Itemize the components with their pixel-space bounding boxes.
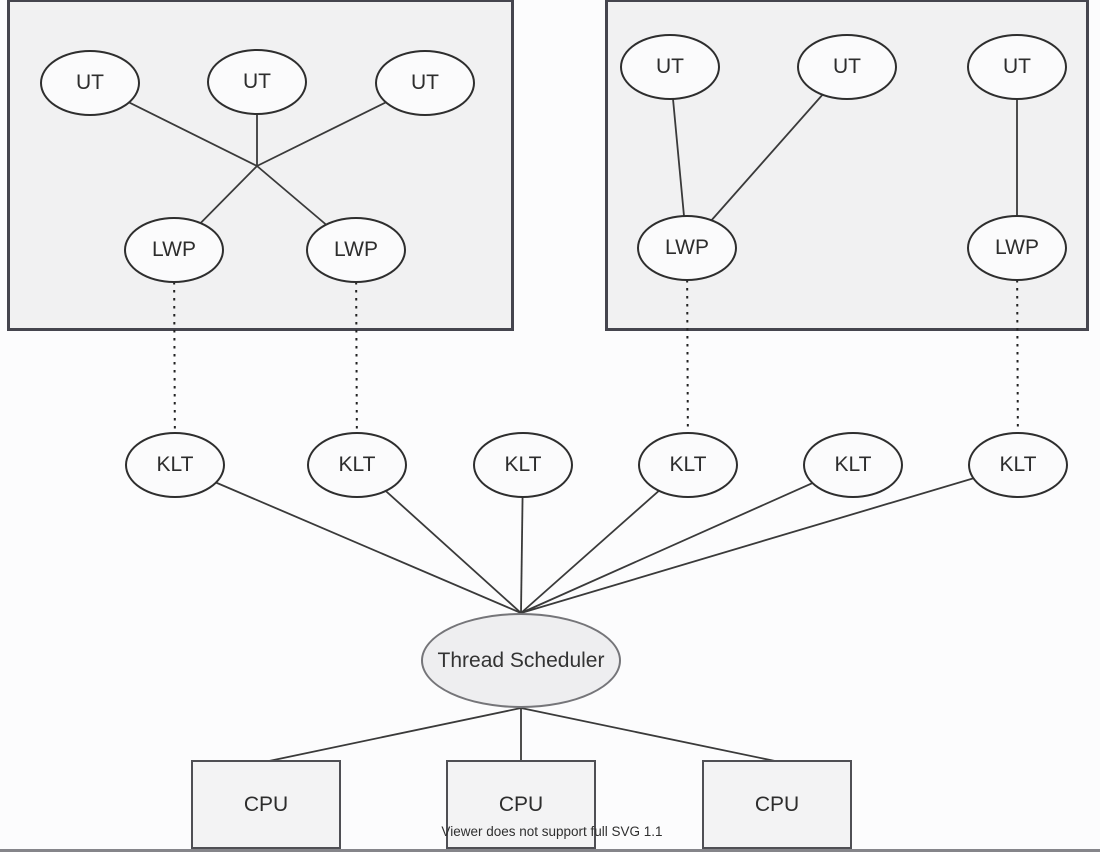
edge-p2-ut2-lwp1 [686,66,848,249]
edge-klt6-scheduler [520,464,1019,614]
edge-lwp2-klt2 [355,249,358,463]
edge-lwp3-klt4 [686,247,689,463]
node-klt-5: KLT [803,432,903,498]
node-p2-lwp-1: LWP [637,215,737,281]
bottom-edge-strip [0,849,1100,852]
node-cpu-3: CPU [702,760,852,849]
node-klt-6: KLT [968,432,1068,498]
edge-lwp4-klt6 [1016,247,1019,463]
edge-lwp1-klt1 [173,249,176,463]
node-p1-lwp-2: LWP [306,217,406,283]
node-p2-ut-2: UT [797,34,897,100]
lwp-klt-dashed-edges [173,247,1019,463]
edge-klt1-scheduler [174,464,522,614]
node-klt-4: KLT [638,432,738,498]
node-p1-lwp-1: LWP [124,217,224,283]
node-thread-scheduler: Thread Scheduler [421,613,621,708]
node-p2-lwp-2: LWP [967,215,1067,281]
node-klt-1: KLT [125,432,225,498]
node-p2-ut-3: UT [967,34,1067,100]
node-p1-ut-1: UT [40,50,140,116]
node-p1-ut-2: UT [207,49,307,115]
klt-scheduler-edges [174,464,1019,614]
node-p2-ut-1: UT [620,34,720,100]
scheduler-cpu-edges [268,707,776,762]
edge-scheduler-cpu3 [520,707,776,762]
edge-klt5-scheduler [520,464,854,614]
node-klt-2: KLT [307,432,407,498]
node-klt-3: KLT [473,432,573,498]
svg-viewer-warning-text: Viewer does not support full SVG 1.1 [441,824,663,839]
node-p1-ut-3: UT [375,50,475,116]
edge-scheduler-cpu1 [268,707,522,762]
node-cpu-2: CPU [446,760,596,849]
node-cpu-1: CPU [191,760,341,849]
